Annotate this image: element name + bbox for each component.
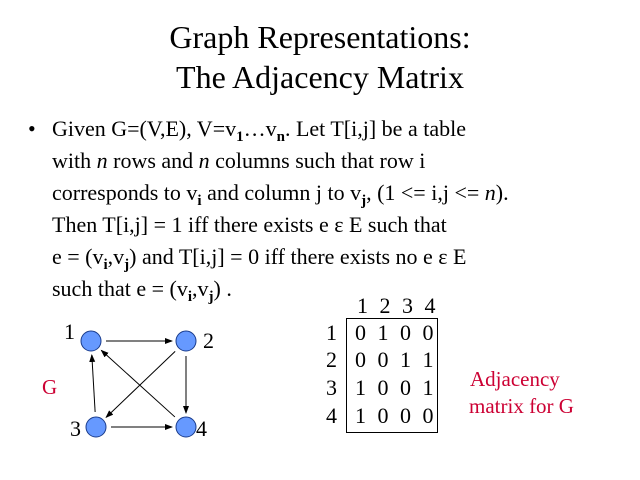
node-label-2: 2 [203,328,214,353]
node-label-3: 3 [70,416,81,441]
text-segment: rows and [107,148,199,173]
text-segment: e = (v [52,244,104,269]
slide-title-line-2: The Adjacency Matrix [176,59,464,95]
node-1 [80,330,102,352]
edge-4-to-1 [100,349,176,418]
matrix-row-label: 2 [326,347,337,372]
text-segment: columns such that row i [209,148,426,173]
text-segment: ) . [213,276,232,301]
subscript: j [361,193,367,209]
matrix-row-label: 3 [326,375,337,400]
body-line: Given G=(V,E), V=v1…vn. Let T[i,j] be a … [52,116,466,145]
text-segment: n [96,148,108,173]
text-segment: such that e = (v [52,276,188,301]
text-segment: ) and T[i,j] = 0 iff there exists no e ε… [129,244,467,269]
subscript: j [208,289,214,305]
node-label-4: 4 [196,416,207,441]
node-4 [175,416,197,438]
matrix-row-label: 1 [326,320,337,345]
bullet-icon: • [28,116,36,141]
matrix-row: 0 0 1 1 [355,347,437,372]
edge-2-to-3 [105,351,176,419]
matrix-column-headers: 1 2 3 4 [357,293,439,318]
node-3 [85,416,107,438]
text-segment: n [484,180,496,205]
body-line: e = (vi,vj) and T[i,j] = 0 iff there exi… [52,244,467,273]
text-segment: , (1 <= i,j <= [366,180,485,205]
graph-label: G [42,375,58,399]
subscript: i [103,257,108,273]
text-segment: ,v [107,244,125,269]
node-2 [175,330,197,352]
edge-3-to-1 [89,353,96,413]
text-segment: Given G=(V,E), V=v [52,116,237,141]
matrix-caption-line-1: Adjacency [470,367,560,391]
text-segment: ). [495,180,509,205]
subscript: n [276,129,285,145]
subscript: 1 [236,129,244,145]
text-segment: …v [243,116,277,141]
text-segment: corresponds to v [52,180,198,205]
subscript: i [187,289,192,305]
matrix-row: 1 0 0 1 [355,375,437,400]
text-segment: n [198,148,210,173]
body-line: with n rows and n columns such that row … [52,148,425,174]
node-label-1: 1 [64,319,75,344]
adjacency-matrix: 0 1 0 0 0 0 1 1 1 0 0 1 1 0 0 0 [346,318,438,433]
body-line: Then T[i,j] = 1 iff there exists e ε E s… [52,212,447,238]
matrix-row-label: 4 [326,403,337,428]
text-segment: Then T[i,j] = 1 iff there exists e ε E s… [52,212,447,237]
subscript: i [197,193,202,209]
matrix-row: 1 0 0 0 [355,403,437,428]
body-line: such that e = (vi,vj) . [52,276,232,305]
subscript: j [124,257,130,273]
matrix-row: 0 1 0 0 [355,320,437,345]
text-segment: ,v [192,276,209,301]
text-segment: . Let T[i,j] be a table [284,116,466,141]
text-segment: and column j to v [201,180,362,205]
text-segment: with [52,148,97,173]
body-line: corresponds to vi and column j to vj, (1… [52,180,509,209]
matrix-caption-line-2: matrix for G [469,394,574,418]
slide-title-line-1: Graph Representations: [169,19,471,55]
